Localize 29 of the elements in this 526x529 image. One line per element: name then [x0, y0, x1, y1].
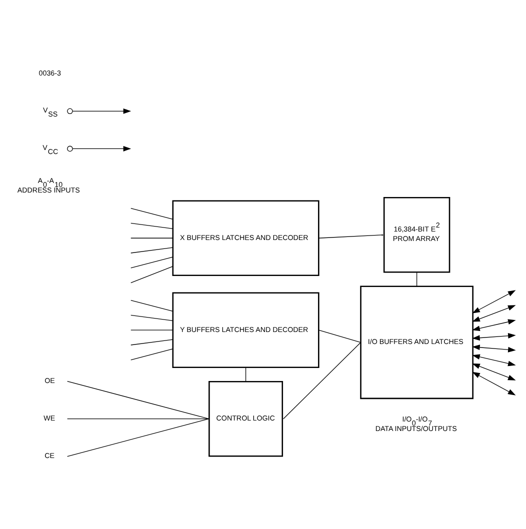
- arrow: [472, 344, 516, 352]
- arrow: [472, 362, 516, 380]
- connector: [416, 271, 417, 286]
- connector: [130, 266, 172, 283]
- connector: [244, 366, 246, 382]
- arrow: [72, 108, 131, 114]
- connector: [318, 234, 383, 238]
- arrow: [472, 318, 516, 331]
- connector: [130, 329, 172, 330]
- connector: [130, 314, 172, 320]
- arrow: [472, 332, 516, 340]
- connector: [130, 338, 172, 345]
- connector: [130, 256, 172, 268]
- arrow: [472, 371, 516, 395]
- connector: [66, 418, 209, 456]
- connector: [130, 300, 172, 312]
- connector: [130, 348, 172, 360]
- arrow: [472, 304, 516, 322]
- arrow: [472, 290, 516, 313]
- connector: [130, 222, 172, 228]
- connector: [66, 380, 209, 419]
- connector: [130, 246, 172, 253]
- connector: [282, 342, 361, 419]
- arrow: [472, 354, 516, 366]
- arrow: [72, 146, 131, 151]
- connector: [318, 329, 361, 342]
- connector: [130, 208, 172, 220]
- connector: [66, 418, 209, 419]
- connector: [130, 237, 172, 238]
